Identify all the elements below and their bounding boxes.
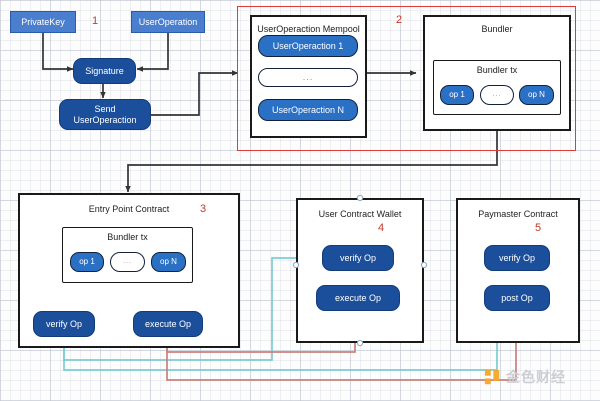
node-send-user-operation[interactable]: Send UserOperaction [59,99,151,130]
step-number-1: 1 [92,15,99,27]
bundler-tx-title: Bundler tx [476,65,518,75]
paymaster-verify-op-label: verify Op [498,252,535,263]
wallet-execute-op[interactable]: execute Op [316,285,400,311]
group-user-contract-wallet[interactable]: User Contract Wallet [296,198,424,343]
mempool-item-n[interactable]: UserOperaction N [258,99,358,121]
arrow-privatekey-to-signature [42,33,74,72]
step-number-5: 5 [535,222,542,234]
entry-point-op-n[interactable]: op N [151,252,186,272]
group-step2-outline [237,6,576,151]
step-number-4: 4 [378,222,385,234]
node-signature-label: Signature [85,65,124,76]
user-contract-wallet-title: User Contract Wallet [318,209,402,219]
paymaster-post-op-label: post Op [501,292,533,303]
watermark: 金色财经 [484,367,566,387]
node-private-key-label: PrivateKey [21,16,65,27]
bundler-op-n[interactable]: op N [519,85,554,105]
wallet-verify-op[interactable]: verify Op [322,245,394,271]
entry-point-op-1[interactable]: op 1 [70,252,104,272]
entry-point-title: Entry Point Contract [88,204,170,214]
mempool-item-1-label: UserOperaction 1 [272,40,344,51]
entry-point-verify-op[interactable]: verify Op [33,311,95,337]
step-number-2: 2 [396,14,403,26]
mempool-item-ellipsis-label: ... [302,72,314,83]
arrow-useroperation-to-signature [136,33,169,72]
jinse-caijing-logo-icon [484,369,500,384]
wallet-execute-op-label: execute Op [334,292,382,303]
entry-point-op-ellipsis-label: ... [123,257,132,265]
node-user-operation-label: UserOperation [138,16,198,27]
mempool-item-n-label: UserOperaction N [271,104,345,115]
watermark-text: 金色财经 [506,370,566,386]
node-user-operation[interactable]: UserOperation [131,11,205,33]
entry-point-op-n-label: op N [160,257,177,267]
mempool-item-ellipsis[interactable]: ... [258,68,358,87]
paymaster-contract-title: Paymaster Contract [478,209,558,219]
bundler-op-ellipsis-label: ... [492,90,502,98]
bundler-op-1-label: op 1 [449,90,465,100]
entry-point-verify-op-label: verify Op [45,318,82,329]
entry-point-bundler-tx-title: Bundler tx [107,232,148,242]
mempool-item-1[interactable]: UserOperaction 1 [258,35,358,57]
step-number-3: 3 [200,203,207,215]
node-private-key[interactable]: PrivateKey [10,11,76,33]
wallet-verify-op-label: verify Op [339,252,376,263]
bundler-op-n-label: op N [528,90,545,100]
bundler-op-1[interactable]: op 1 [440,85,474,105]
entry-point-op-ellipsis[interactable]: ... [110,252,145,272]
paymaster-verify-op[interactable]: verify Op [484,245,550,271]
node-signature[interactable]: Signature [73,58,136,84]
entry-point-execute-op-label: execute Op [144,318,192,329]
paymaster-post-op[interactable]: post Op [484,285,550,311]
bundler-op-ellipsis[interactable]: ... [480,85,514,105]
entry-point-execute-op[interactable]: execute Op [133,311,203,337]
bundler-title: Bundler [481,24,513,34]
node-send-user-operation-label: Send UserOperaction [73,104,137,125]
entry-point-op-1-label: op 1 [79,257,95,267]
arrow-send-to-mempool [151,70,239,116]
mempool-title: UserOperaction Mempool [257,24,360,34]
